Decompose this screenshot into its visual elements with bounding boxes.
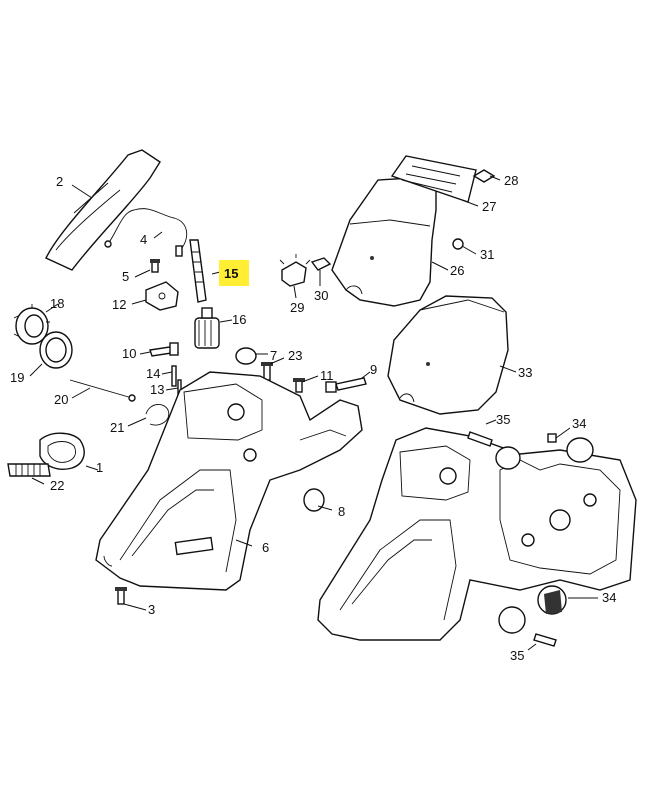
label-8: 8 [338,504,345,519]
label-13: 13 [150,382,164,397]
part-8-plug [303,488,325,512]
label-31: 31 [480,247,494,262]
part-34-mount-lower [498,585,567,634]
part-11-screw [293,378,305,393]
part-29-knob [279,254,311,287]
label-28: 28 [504,173,518,188]
label-19: 19 [10,370,24,385]
label-23: 23 [288,348,302,363]
label-34-upper: 34 [572,416,586,431]
label-30: 30 [314,288,328,303]
label-33: 33 [518,365,532,380]
part-26-top-cover [331,177,437,307]
label-14: 14 [146,366,160,381]
label-7: 7 [270,348,277,363]
part-30-sleeve [310,257,332,271]
part-7-grommet [235,347,257,365]
part-15-fuel-hose [189,239,207,303]
label-22: 22 [50,478,64,493]
label-1: 1 [96,460,103,475]
leader-lines [29,175,598,651]
label-35-upper: 35 [496,412,510,427]
part-20-rod [69,379,136,402]
label-29: 29 [290,300,304,315]
label-27: 27 [482,199,496,214]
part-18-cap [13,304,50,345]
label-35-lower: 35 [510,648,524,663]
part-31-clip [452,238,464,250]
label-26: 26 [450,263,464,278]
part-10-bolt [149,342,179,357]
part-22-spring [7,463,51,477]
part-5-screw [150,259,160,273]
part-6-housing [95,371,363,591]
part-4-cable [104,208,188,257]
label-12: 12 [112,297,126,312]
part-34-mount-upper [495,433,594,470]
label-21: 21 [110,420,124,435]
housing-right [317,427,637,641]
part-12-bracket [145,281,179,311]
label-4: 4 [140,232,147,247]
part-9-bolt [325,377,367,393]
label-20: 20 [54,392,68,407]
label-3: 3 [148,602,155,617]
label-2: 2 [56,174,63,189]
part-27-grille [390,155,477,203]
label-16: 16 [232,312,246,327]
part-35-bolt-lower [533,633,557,647]
label-5: 5 [122,269,129,284]
label-6: 6 [262,540,269,555]
label-15: 15 [224,266,238,281]
part-35-bolt-upper [467,431,493,447]
part-19-washer [39,331,73,369]
highlight-box-15 [219,260,249,286]
part-3-screw [115,587,127,605]
part-14-pin [171,365,177,387]
part-33-shroud [387,295,509,415]
part-28-nut [472,169,496,183]
part-21-clip [145,404,170,426]
part-16-filter [194,307,220,349]
label-9: 9 [370,362,377,377]
label-10: 10 [122,346,136,361]
label-34-lower: 34 [602,590,616,605]
label-18: 18 [50,296,64,311]
part-2-handle-cover [45,149,161,271]
part-labels: 2 4 5 12 15 16 18 19 20 10 14 13 21 1 22… [10,173,616,663]
label-11: 11 [320,368,334,383]
